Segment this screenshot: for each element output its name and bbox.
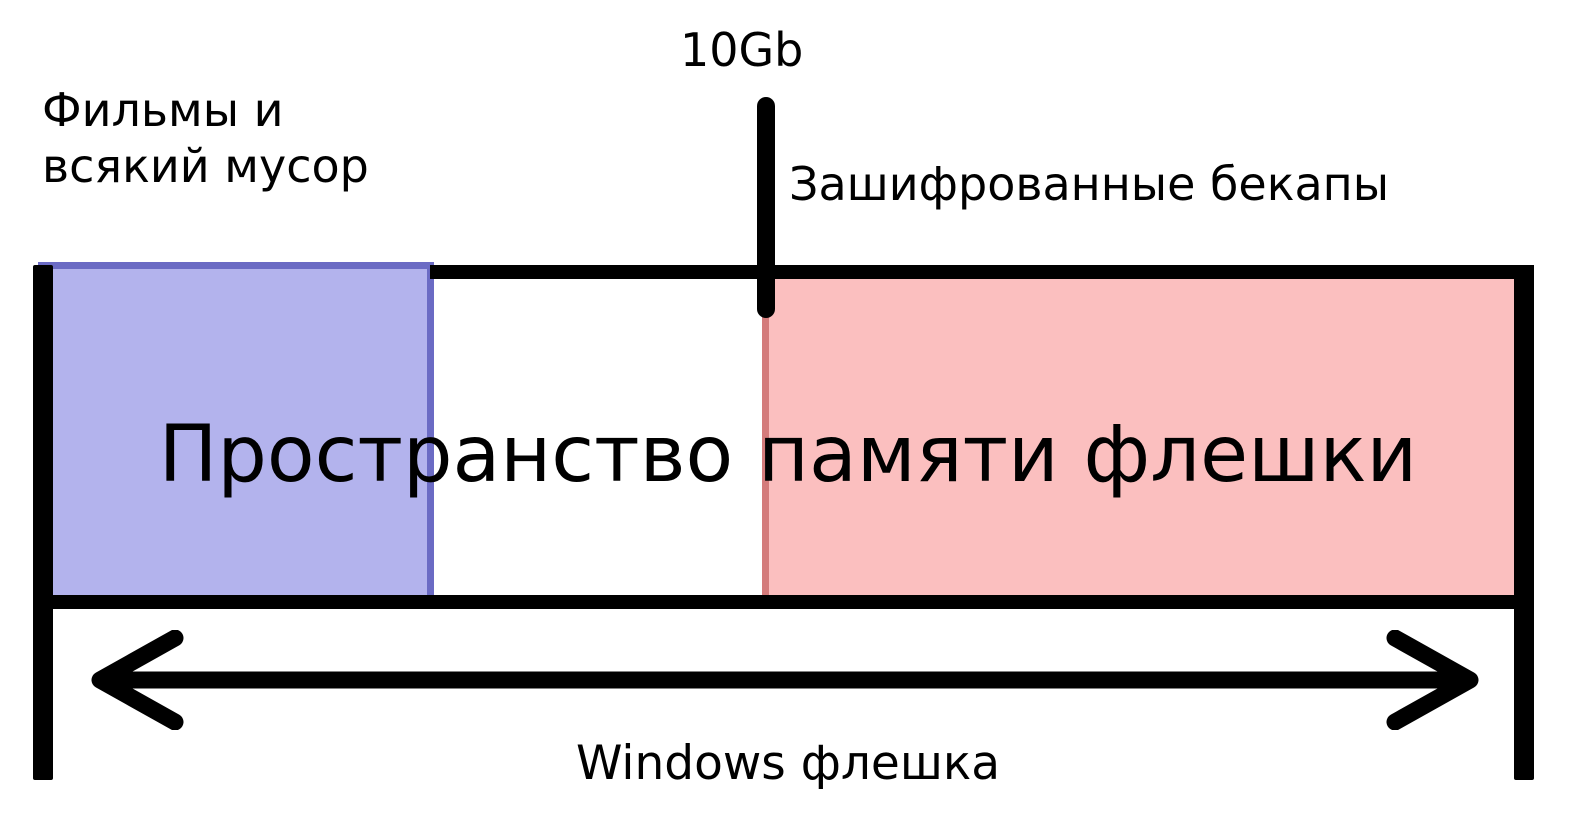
- label-encrypted-backups: Зашифрованные бекапы: [789, 157, 1390, 211]
- label-10gb: 10Gb: [680, 23, 804, 77]
- label-movies-and-junk-line2: всякий мусор: [42, 139, 369, 194]
- capacity-bar-top-rail: [430, 265, 1534, 279]
- capacity-bar-bottom-rail: [36, 595, 1534, 609]
- drive-endcap-left: [33, 265, 53, 780]
- drive-endcap-right: [1514, 265, 1534, 780]
- diagram-center-title: Пространство памяти флешки: [158, 410, 1418, 500]
- label-movies-and-junk-line1: Фильмы и: [42, 83, 284, 137]
- boundary-tick-10gb: [757, 97, 775, 318]
- diagram-bottom-caption: Windows флешка: [575, 736, 1001, 791]
- span-arrow-icon: [91, 630, 1479, 730]
- segment-movies-and-junk: [38, 262, 434, 605]
- span-arrow-windows-flash: [80, 630, 1490, 730]
- segment-encrypted-backups: [762, 267, 1527, 605]
